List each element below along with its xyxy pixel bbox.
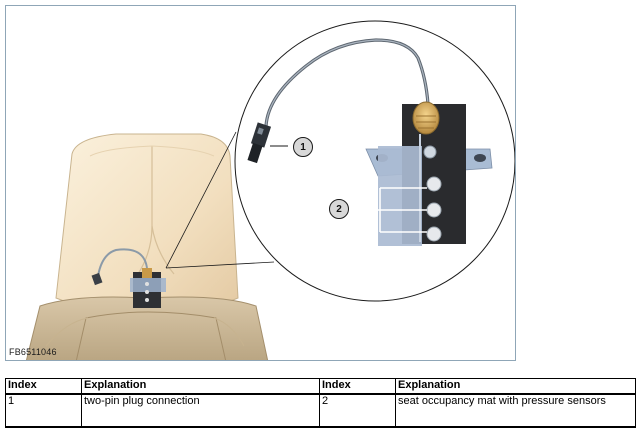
- legend-header-row: Index Explanation Index Explanation: [5, 378, 636, 395]
- legend-table: Index Explanation Index Explanation 1 tw…: [5, 378, 636, 428]
- explanation-cell: two-pin plug connection: [81, 393, 320, 428]
- explanation-header: Explanation: [395, 378, 636, 395]
- seat-cable: [97, 248, 148, 277]
- occupancy-mat: [378, 101, 466, 246]
- seat-illustration: [25, 20, 515, 360]
- figure-id-label: FB6511046: [9, 347, 57, 357]
- callout-2: 2: [329, 199, 349, 219]
- explanation-cell: seat occupancy mat with pressure sensors: [395, 393, 636, 428]
- explanation-header: Explanation: [81, 378, 320, 395]
- callout-1: 1: [293, 137, 313, 157]
- two-pin-plug: [247, 122, 272, 164]
- index-cell: 1: [5, 393, 82, 428]
- table-row: 1 two-pin plug connection 2 seat occupan…: [5, 393, 636, 428]
- callout-2-bracket: [351, 187, 427, 233]
- index-cell: 2: [319, 393, 396, 428]
- index-header: Index: [5, 378, 82, 395]
- seat-mat-small: [130, 268, 166, 308]
- illustration-frame: 1 2 FB6511046: [5, 5, 516, 361]
- index-header: Index: [319, 378, 396, 395]
